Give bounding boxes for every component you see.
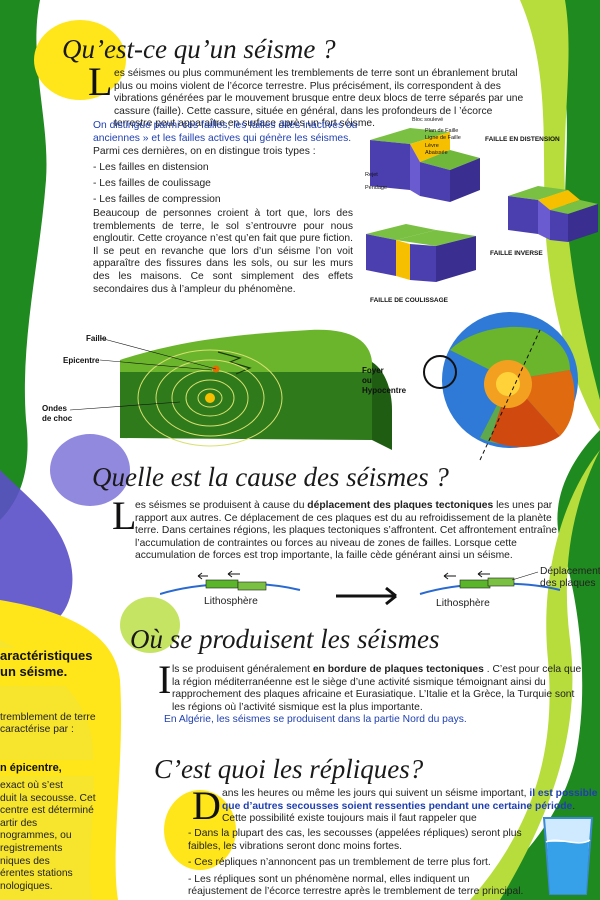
label-levre: Lèvre <box>425 143 439 149</box>
fault-types-intro: Parmi ces dernières, on en distingue tro… <box>93 146 316 157</box>
drop-cap: I <box>158 657 172 702</box>
label-deplacement-2: des plaques <box>540 578 596 589</box>
aftershock-text-b: . Cette possibilité existe toujours mais… <box>222 800 576 825</box>
section-title-aftershocks: C’est quoi les répliques? <box>154 754 424 784</box>
label-distension: FAILLE EN DISTENSION <box>485 136 560 143</box>
cause-paragraph: es séismes se produisent à cause du dépl… <box>135 500 573 563</box>
intro-paragraph-a: es séismes ou plus communément les tremb… <box>114 68 532 131</box>
label-plan: Plan de Faille <box>425 128 459 134</box>
list-item: - Les failles en distension <box>93 162 209 173</box>
earth-globe-icon <box>423 312 578 461</box>
section-title-what-is-earthquake: Qu’est-ce qu’un séisme ? <box>62 34 336 64</box>
aftershock-paragraph: ans les heures ou même les jours qui sui… <box>222 788 598 826</box>
water-glass-icon <box>542 817 594 895</box>
where-text-b: . C’est pour cela que la région méditerr… <box>172 664 582 713</box>
list-item: - Ces répliques n’annoncent pas un tremb… <box>188 857 491 869</box>
where-text-a: ls se produisent généralement <box>172 664 313 675</box>
section-title-cause: Quelle est la cause des séismes ? <box>92 462 449 492</box>
list-item: - Les failles de coulissage <box>93 178 211 189</box>
inverse-block-icon <box>508 186 598 242</box>
sidebar-line: centre est déterminé <box>0 805 94 817</box>
list-item: - Les répliques sont un phénomène normal… <box>188 873 524 898</box>
list-item: - Les failles de compression <box>93 194 221 205</box>
terrain-block-icon <box>120 329 392 450</box>
label-abaissee: Abaissée <box>425 150 448 156</box>
drop-cap: D <box>192 783 221 828</box>
label-coulissage: FAILLE DE COULISSAGE <box>370 297 449 304</box>
label-lithosphere-2: Lithosphère <box>436 598 490 609</box>
sidebar-text-2: caractérise par : <box>0 724 74 735</box>
label-foyer-2: ou <box>362 376 372 385</box>
label-pendage: Pendage <box>365 185 388 191</box>
label-ondes-1: Ondes <box>42 404 67 413</box>
cause-text-a: es séismes se produisent à cause du <box>135 500 308 511</box>
fault-types-list: - Les failles en distension - Les faille… <box>93 160 221 208</box>
where-text-bold: en bordure de plaques tectoniques <box>312 664 484 675</box>
aftershock-text-a: ans les heures ou même les jours qui sui… <box>222 788 530 799</box>
strike-slip-block-icon <box>366 224 476 282</box>
aftershock-text-bold: il est possible que d’autres secousses s… <box>222 788 598 812</box>
label-epicentre: Epicentre <box>63 356 100 365</box>
label-inverse: FAILLE INVERSE <box>490 250 543 257</box>
where-paragraph: ls se produisent généralement en bordure… <box>172 664 582 714</box>
label-lithosphere-1: Lithosphère <box>204 596 258 607</box>
sidebar-line: nogrammes, ou <box>0 830 72 842</box>
myth-paragraph: Beaucoup de personnes croient à tort que… <box>93 208 353 295</box>
label-ondes-2: de choc <box>42 414 73 423</box>
sidebar-subtitle: n épicentre, <box>0 762 62 774</box>
drop-cap: L <box>112 493 137 538</box>
section-title-where: Où se produisent les séismes <box>130 624 440 654</box>
sidebar-title-2: un séisme. <box>0 664 68 679</box>
plate-diagram <box>160 570 561 606</box>
sidebar-line: niques des <box>0 855 50 867</box>
algeria-paragraph: En Algérie, les séismes se produisent da… <box>164 714 467 725</box>
drop-cap: L <box>88 59 113 104</box>
list-item: - Dans la plupart des cas, les secousses… <box>188 828 522 852</box>
sidebar-line: nologiques. <box>0 880 53 892</box>
earthquake-block-diagram <box>69 312 578 461</box>
label-deplacement-1: Déplacement <box>540 566 600 577</box>
label-foyer-1: Foyer <box>362 366 384 375</box>
label-ligne: Ligne de Faille <box>425 135 461 141</box>
sidebar-line: duit la secousse. Cet <box>0 792 96 804</box>
label-bloc: Bloc soulevé <box>412 117 444 123</box>
cause-text-b: les unes par rapport aux autres. Ce dépl… <box>135 500 558 562</box>
label-faille: Faille <box>86 334 107 343</box>
sidebar-text-1: tremblement de terre <box>0 712 96 723</box>
label-foyer-3: Hypocentre <box>362 386 407 395</box>
label-rejet: Rejet <box>365 172 378 178</box>
sidebar-line: registrements <box>0 842 63 854</box>
sidebar-lines: exact où s’est duit la secousse. Cet cen… <box>0 780 96 893</box>
distension-block-icon <box>370 128 480 202</box>
sidebar-line: exact où s’est <box>0 780 63 791</box>
cause-text-bold: déplacement des plaques tectoniques <box>307 500 494 511</box>
faults-active-paragraph: On distingue parmi ces failles, les fail… <box>93 120 358 144</box>
fault-diagrams <box>366 128 598 282</box>
aftershock-list: - Dans la plupart des cas, les secousses… <box>188 828 528 899</box>
intro-text: es séismes ou plus communément les tremb… <box>114 68 524 130</box>
sidebar-line: érentes stations <box>0 868 73 880</box>
sidebar-title-1: aractéristiques <box>0 648 93 663</box>
sidebar-line: artir des <box>0 817 38 829</box>
